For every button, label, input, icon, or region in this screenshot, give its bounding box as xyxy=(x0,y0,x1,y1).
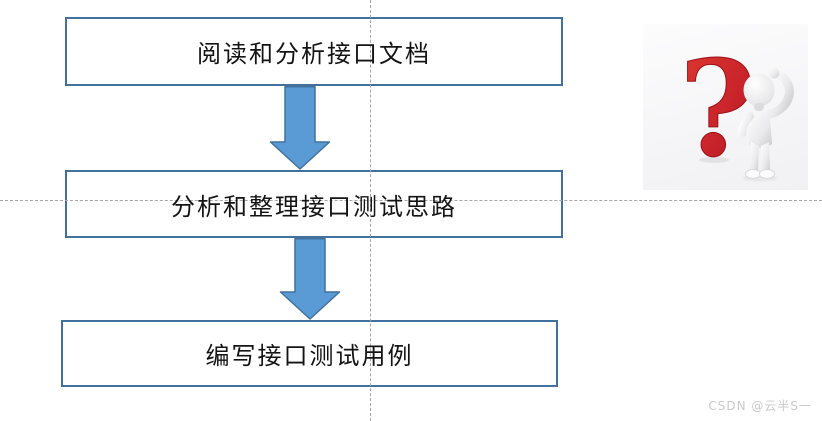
figure-torso xyxy=(748,112,772,148)
down-arrow-connector-1[interactable] xyxy=(269,86,331,170)
figure-raised-arm xyxy=(765,68,794,119)
question-figure-svg: ? xyxy=(679,32,794,188)
flow-step-box-2[interactable]: 分析和整理接口测试思路 xyxy=(65,170,563,238)
figure-head xyxy=(743,73,775,107)
flow-step-label-1: 阅读和分析接口文档 xyxy=(197,40,431,68)
horizontal-guide-line xyxy=(0,200,822,201)
flow-step-label-3: 编写接口测试用例 xyxy=(205,342,414,370)
question-mark-glyph: ? xyxy=(679,32,756,187)
figure-hand-on-head xyxy=(768,67,780,79)
flow-step-box-1[interactable]: 阅读和分析接口文档 xyxy=(65,17,563,86)
figure-neck xyxy=(754,103,764,111)
figure-hand xyxy=(736,136,750,146)
flow-step-label-2: 分析和整理接口测试思路 xyxy=(171,192,457,221)
figure-left-foot xyxy=(745,169,761,179)
figure-right-foot xyxy=(759,169,775,179)
flow-step-box-3[interactable]: 编写接口测试用例 xyxy=(61,320,558,387)
down-arrow-connector-2[interactable] xyxy=(279,238,341,320)
question-mark-shadow xyxy=(699,157,729,163)
down-arrow-shape xyxy=(269,86,331,170)
question-figure-image[interactable]: ? xyxy=(643,24,808,190)
down-arrow-shape xyxy=(279,238,341,320)
figure-right-leg xyxy=(761,142,770,172)
3d-figure xyxy=(736,67,794,179)
csdn-watermark: CSDN @云半S一 xyxy=(708,399,812,413)
vertical-guide-line xyxy=(370,0,371,421)
figure-left-leg xyxy=(750,142,759,172)
